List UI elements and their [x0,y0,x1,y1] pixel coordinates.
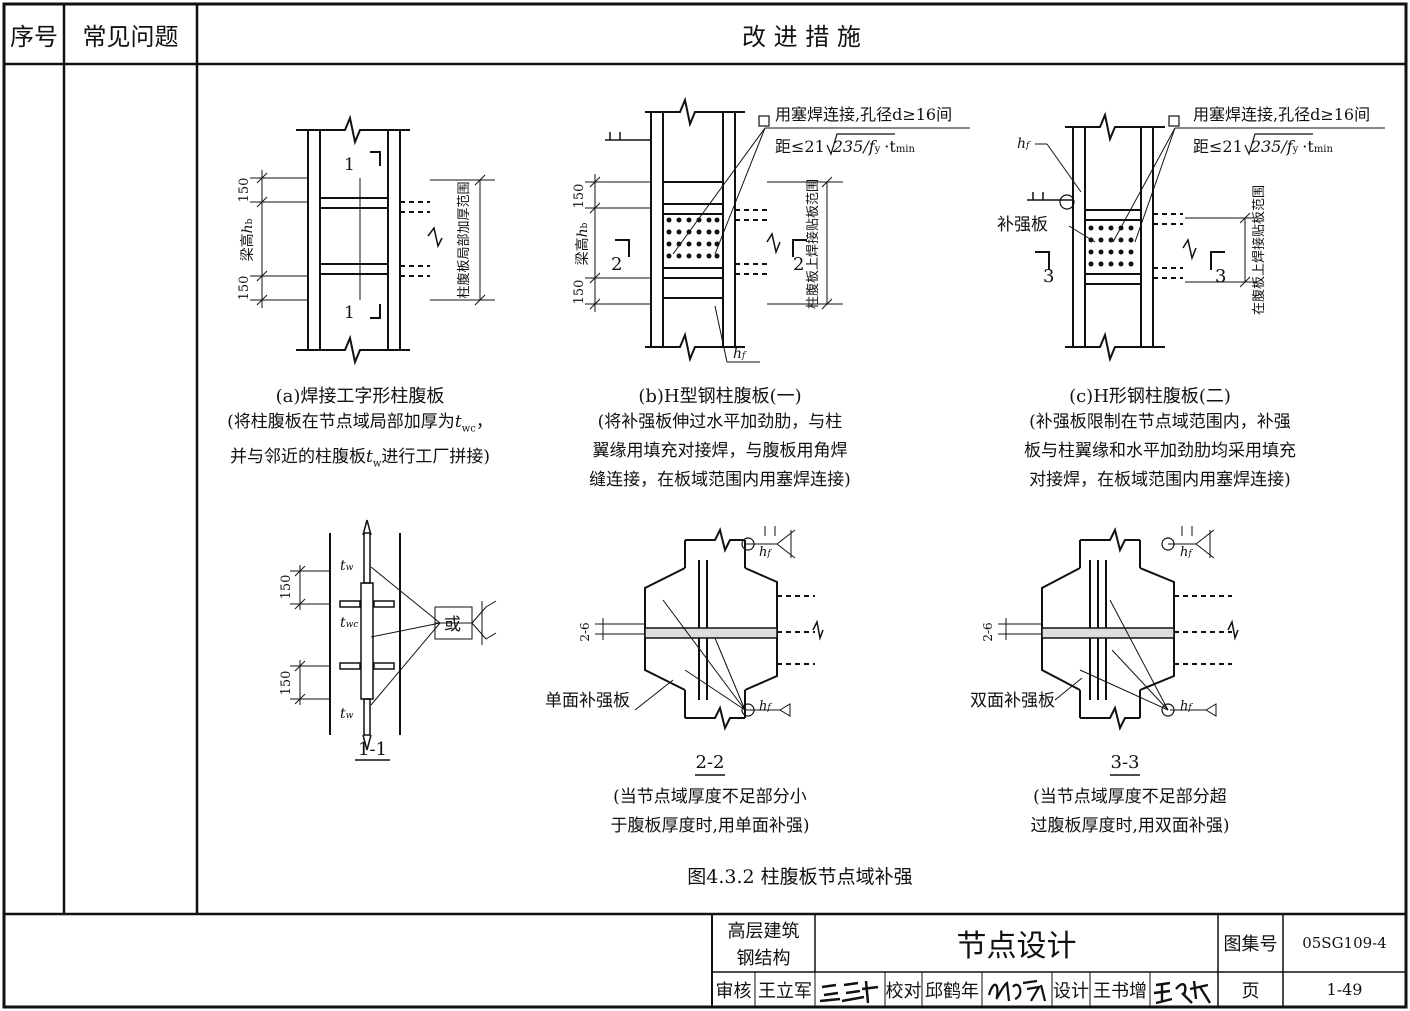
section-2-2-drawing: 2-6 单面补强板 hf hf 2-2 [545,526,824,776]
section-1-1-dim-bottom: 150 [279,671,294,696]
designer-name: 王书增 [1093,980,1147,1002]
series-line2: 钢结构 [736,948,791,969]
figure-caption: 图4.3.2 柱腹板节点域补强 [687,866,913,888]
figure-a-range-label: 柱腹板局部加厚范围 [456,181,472,298]
section-3-3-hf-bottom: hf [1180,699,1193,714]
section-1-1-dim-top: 150 [279,575,294,600]
section-3-3-gap: 2-6 [981,622,995,641]
design-label: 设计 [1053,980,1089,1002]
section-3-3-note: (当节点域厚度不足部分超 过腹板厚度时,用双面补强) [1030,787,1230,836]
figure-a-section-mark-top: 1 [344,155,355,175]
figure-b-beam-height: 梁高hb [574,222,591,265]
figure-a-drawing: 150 150 梁高hb 柱腹板局部加厚范围 1 1 [237,114,495,366]
section-2-2-note: (当节点域厚度不足部分小 于腹板厚度时,用单面补强) [610,787,810,836]
header-problem: 常见问题 [82,22,179,51]
section-2-2-hf-bottom: hf [759,699,772,714]
atlas-number: 05SG109-4 [1302,934,1387,952]
series-line1: 高层建筑 [727,921,800,942]
figure-c-plate-label: 补强板 [997,215,1048,235]
figure-c-section-mark-right: 3 [1215,266,1226,287]
figure-b-range-label: 柱腹板上焊接贴板范围 [805,179,821,309]
section-1-1-label: 1-1 [358,739,387,760]
section-2-2-plate-label: 单面补强板 [545,691,630,711]
figure-b-title: (b)H型钢柱腹板(一) [638,386,802,407]
figure-a-dim-top: 150 [237,178,252,203]
section-3-3-label: 3-3 [1111,752,1140,773]
reviewer-name: 王立军 [758,980,812,1002]
review-label: 审核 [715,980,752,1002]
section-1-1-or-label: 或 [444,615,461,635]
designer-signature [1153,980,1212,1005]
section-3-3-hf-top: hf [1180,545,1193,560]
section-3-3-drawing: 2-6 双面补强板 hf hf 3-3 [970,526,1239,776]
figure-c-hf: hf [1017,136,1031,152]
section-1-1-twc: twc [340,615,358,631]
figure-a-title: (a)焊接工字形柱腹板 [275,386,445,407]
section-1-1-drawing: 150 150 tw twc tw 或 1-1 [279,519,497,761]
reviewer-signature [819,980,879,1004]
atlas-label: 图集号 [1223,934,1278,955]
section-1-1-tw-top: tw [340,558,354,574]
figure-a-section-mark-bottom: 1 [344,303,355,323]
section-2-2-gap: 2-6 [578,622,592,641]
figure-c-section-mark-left: 3 [1043,266,1054,287]
check-label: 校对 [885,980,922,1002]
checker-name: 邱鹤年 [925,980,979,1002]
figure-c-callout-line1: 用塞焊连接,孔径d≥16间 [1193,105,1370,124]
figure-a-dim-bottom: 150 [237,276,252,301]
figure-c-range-label: 在腹板上焊接贴板范围 [1251,185,1267,315]
header-index: 序号 [10,22,58,51]
section-3-3-plate-label: 双面补强板 [970,691,1055,711]
page-number: 1-49 [1326,980,1363,999]
figure-a-beam-height: 梁高hb [239,218,256,261]
figure-b-dim-top: 150 [572,184,587,209]
figure-b-section-mark-left: 2 [611,254,622,275]
figure-c-title: (c)H形钢柱腹板(二) [1069,386,1231,407]
figure-c-note: (补强板限制在节点域范围内，补强 板与柱翼缘和水平加劲肋均采用填充 对接焊，在板… [1024,412,1296,490]
header-measure: 改 进 措 施 [742,22,861,51]
drawing-title: 节点设计 [956,929,1077,964]
checker-signature [987,979,1047,1002]
section-2-2-label: 2-2 [696,752,725,773]
figure-b-callout-line1: 用塞焊连接,孔径d≥16间 [775,105,952,124]
figure-b-dim-bottom: 150 [572,280,587,305]
figure-b-note: (将补强板伸过水平加劲肋，与柱 翼缘用填充对接焊，与腹板用角焊 缝连接，在板域范… [589,412,851,490]
figure-b-section-mark-right: 2 [793,254,804,275]
section-2-2-hf-top: hf [759,545,772,560]
page-label: 页 [1241,980,1260,1002]
section-1-1-tw-bottom: tw [340,706,354,722]
figure-a-note: (将柱腹板在节点域局部加厚为twc， 并与邻近的柱腹板tw进行工厂拼接) [227,412,493,470]
figure-b-hf: hf [733,346,747,362]
